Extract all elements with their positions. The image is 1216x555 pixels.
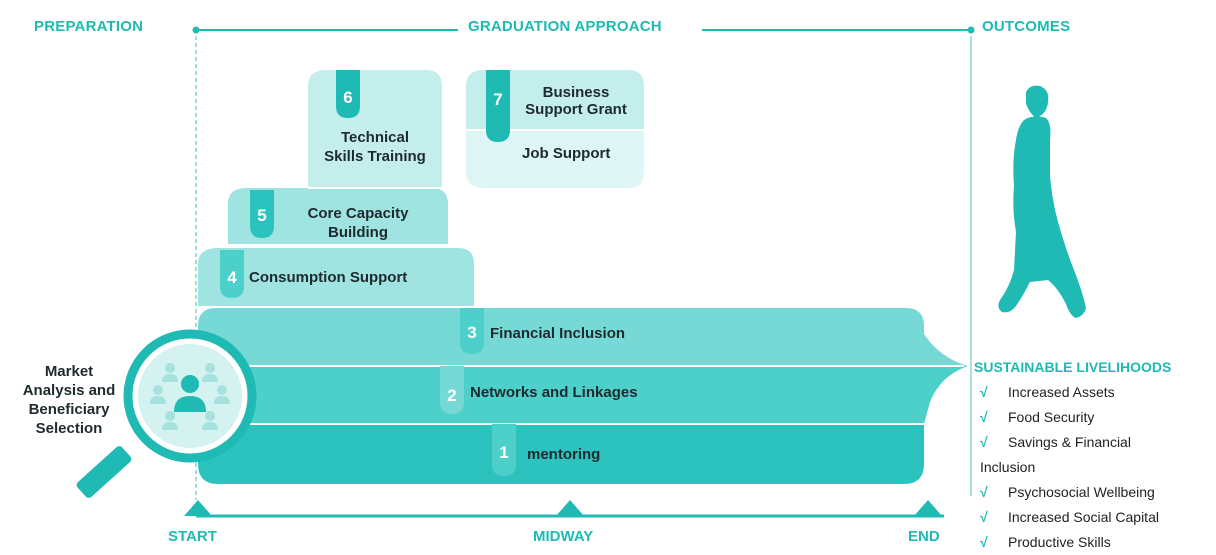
step4-number: 4 bbox=[227, 268, 237, 287]
step4-tab bbox=[220, 250, 244, 298]
step3-label: Financial Inclusion bbox=[490, 325, 626, 342]
step6-label: Technical Skills Training bbox=[324, 129, 426, 165]
step7-bottom-box bbox=[466, 130, 644, 188]
person-icon bbox=[998, 85, 1086, 319]
step1-band bbox=[198, 424, 924, 484]
outcomes-header: OUTCOMES bbox=[982, 18, 1071, 35]
header-dot-left bbox=[192, 26, 200, 34]
check-icon: √ bbox=[980, 384, 988, 400]
check-icon: √ bbox=[980, 509, 988, 525]
axis-start-label: START bbox=[168, 528, 217, 545]
step4-box bbox=[198, 248, 474, 306]
start-marker bbox=[184, 500, 212, 516]
magnifier-icon bbox=[76, 329, 257, 498]
step7-tab bbox=[486, 70, 510, 142]
end-marker bbox=[914, 500, 942, 516]
step5-label: Core Capacity Building bbox=[307, 205, 409, 241]
step1-number: 1 bbox=[499, 443, 509, 462]
step2-tab bbox=[440, 366, 464, 414]
step7-number: 7 bbox=[493, 90, 503, 109]
step6-tab bbox=[336, 70, 360, 118]
outcome-item: √Increased Assets bbox=[980, 380, 1212, 405]
outcome-item: √Psychosocial Wellbeing bbox=[980, 480, 1212, 505]
step2-band bbox=[198, 366, 968, 424]
outcome-item: √Productive Skills bbox=[980, 530, 1212, 555]
step3-tab bbox=[460, 308, 484, 354]
outcomes-list: √Increased Assets √Food Security √Saving… bbox=[980, 380, 1212, 555]
step5-box bbox=[228, 188, 448, 244]
header-dot-right bbox=[967, 26, 975, 34]
outcome-item: √Savings & Financial bbox=[980, 430, 1212, 455]
outcomes-title: SUSTAINABLE LIVELIHOODS bbox=[974, 359, 1172, 375]
outcome-item-continuation: Inclusion bbox=[980, 459, 1036, 475]
step7-top-box bbox=[466, 70, 644, 130]
outcome-item: √Increased Social Capital bbox=[980, 505, 1212, 530]
step3-band bbox=[198, 308, 968, 366]
graduation-header: GRADUATION APPROACH bbox=[468, 18, 662, 35]
step3-number: 3 bbox=[467, 323, 477, 342]
selection-label: Market Analysis and Beneficiary Selectio… bbox=[22, 363, 116, 437]
step5-number: 5 bbox=[257, 206, 267, 225]
step1-label: mentoring bbox=[527, 446, 601, 463]
step7-label: Business Support Grant bbox=[525, 84, 627, 118]
check-icon: √ bbox=[980, 409, 988, 425]
step1-tab bbox=[492, 424, 516, 476]
midway-marker bbox=[556, 500, 584, 516]
preparation-header: PREPARATION bbox=[34, 18, 144, 35]
step7-sub-label: Job Support bbox=[522, 145, 611, 162]
axis-end-label: END bbox=[908, 528, 940, 545]
step4-label: Consumption Support bbox=[249, 269, 408, 286]
axis-midway-label: MIDWAY bbox=[533, 528, 594, 545]
check-icon: √ bbox=[980, 434, 988, 450]
outcome-item: √Food Security bbox=[980, 405, 1212, 430]
check-icon: √ bbox=[980, 534, 988, 550]
step6-number: 6 bbox=[343, 88, 353, 107]
step2-number: 2 bbox=[447, 386, 457, 405]
check-icon: √ bbox=[980, 484, 988, 500]
step5-tab bbox=[250, 190, 274, 238]
step2-label: Networks and Linkages bbox=[470, 384, 638, 401]
